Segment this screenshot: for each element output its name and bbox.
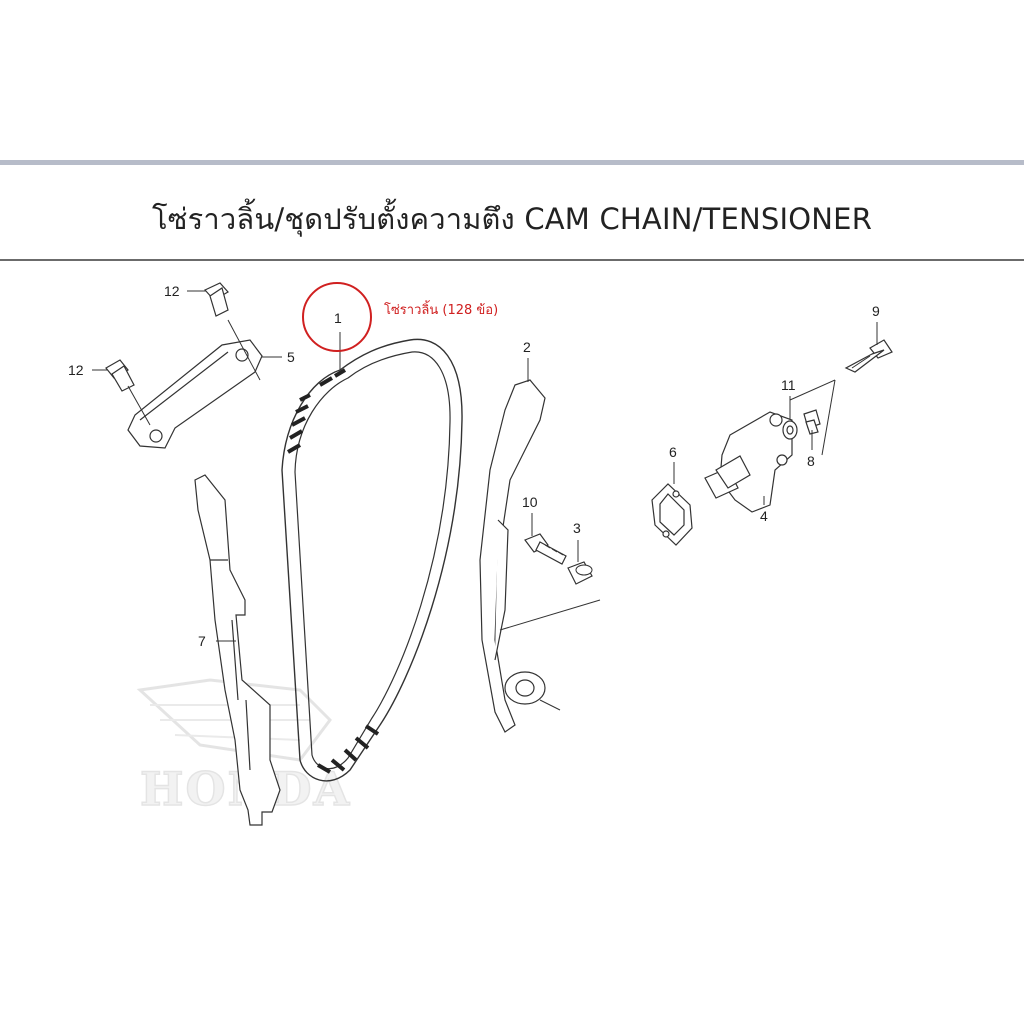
part-11-washer bbox=[782, 420, 798, 440]
callout-10: 10 bbox=[522, 494, 538, 510]
part-3-collar bbox=[567, 561, 593, 585]
callout-12-top: 12 bbox=[164, 283, 180, 299]
chain-annotation: โซ่ราวลิ้น (128 ข้อ) bbox=[384, 300, 498, 318]
page-title: โซ่ราวลิ้น/ชุดปรับตั้งความตึง CAM CHAIN/… bbox=[151, 202, 873, 236]
highlight-circle bbox=[302, 282, 372, 352]
part-5-guide-plate bbox=[127, 339, 263, 449]
part-9-bolt bbox=[844, 339, 893, 373]
part-7-chain-guide bbox=[194, 474, 281, 826]
callout-3: 3 bbox=[573, 520, 581, 536]
part-4-tensioner-lifter bbox=[704, 411, 793, 513]
title-bar bbox=[0, 165, 1024, 261]
part-8-bolt bbox=[803, 409, 821, 435]
callout-11: 11 bbox=[781, 377, 796, 393]
callout-4: 4 bbox=[760, 508, 768, 524]
callout-8: 8 bbox=[807, 453, 815, 469]
callout-6: 6 bbox=[669, 444, 677, 460]
callout-5: 5 bbox=[287, 349, 295, 365]
part-10-bolt bbox=[524, 533, 567, 565]
callout-9: 9 bbox=[872, 303, 880, 319]
part-1-cam-chain bbox=[281, 338, 463, 782]
callout-1: 1 bbox=[334, 310, 342, 326]
part-6-gasket bbox=[651, 483, 693, 546]
callout-2: 2 bbox=[523, 339, 531, 355]
part-12-bolt-top bbox=[204, 282, 229, 317]
callout-7: 7 bbox=[198, 633, 206, 649]
callout-12-left: 12 bbox=[68, 362, 84, 378]
part-12-bolt-left bbox=[105, 359, 135, 392]
top-divider bbox=[0, 160, 1024, 165]
part-2-tensioner-slipper bbox=[479, 379, 546, 733]
